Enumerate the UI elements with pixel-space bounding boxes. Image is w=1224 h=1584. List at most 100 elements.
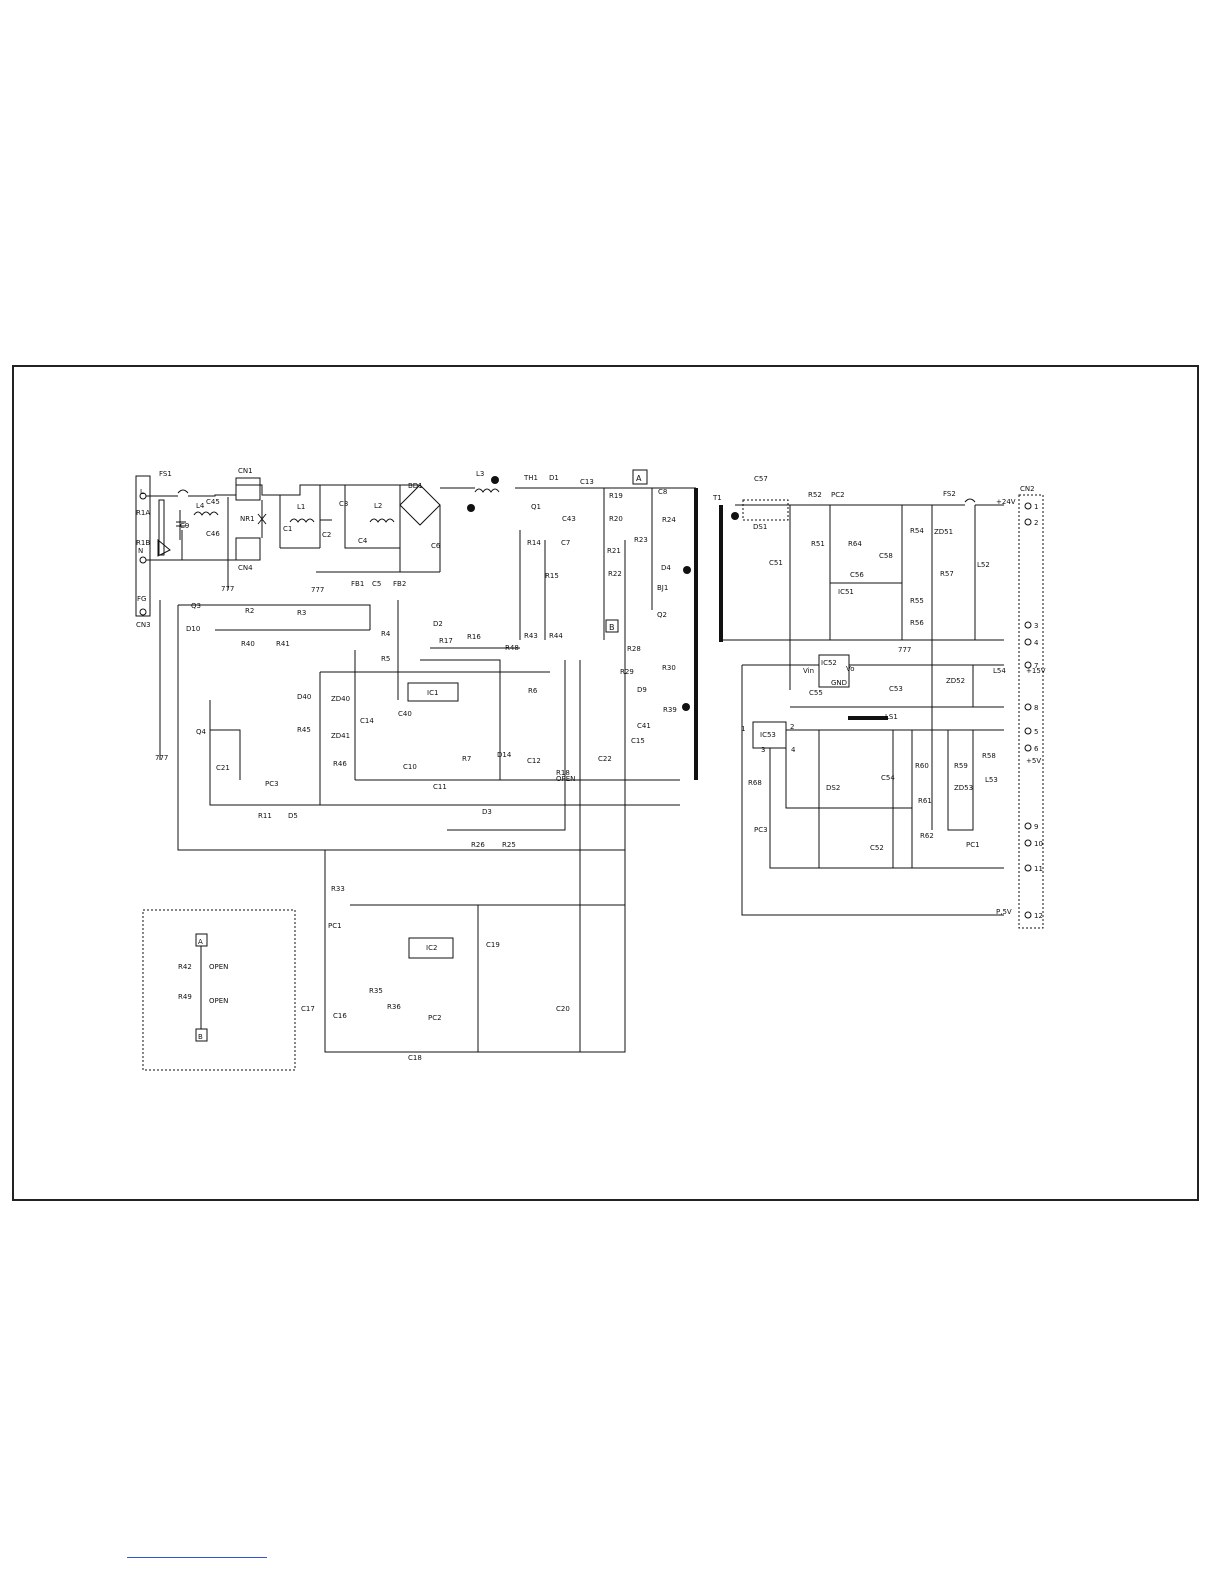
cn2-pin-12-label: 12	[1034, 912, 1043, 920]
cn2-pin-12	[1024, 911, 1032, 919]
cn2-label: CN2	[1020, 485, 1035, 493]
r2-label: R2	[245, 607, 254, 615]
ic1-drive-wires	[420, 647, 520, 780]
cn2-pin-1-label: 1	[1034, 503, 1038, 511]
r68-label: R68	[748, 779, 762, 787]
c52-label: C52	[870, 844, 884, 852]
r55-label: R55	[910, 597, 924, 605]
d3-label: D3	[482, 808, 492, 816]
footer-link-underline[interactable]	[127, 1557, 267, 1558]
cn2-pin-2	[1024, 518, 1032, 526]
c8-label: C8	[658, 488, 667, 496]
c2-label: C2	[322, 531, 331, 539]
r35-label: R35	[369, 987, 383, 995]
ground-mark-1: 777	[221, 585, 234, 593]
r43-label: R43	[524, 632, 538, 640]
r61-label: R61	[918, 797, 932, 805]
t1-primary-dot	[683, 566, 691, 574]
schematic-frame	[12, 365, 1199, 1201]
r49-label: R49	[178, 993, 192, 1001]
cn2-pin-4	[1024, 638, 1032, 646]
cn2-pin-2-label: 2	[1034, 519, 1038, 527]
primary-branches	[519, 488, 653, 640]
cn2-pin-11-label: 11	[1034, 865, 1043, 873]
c4-label: C4	[358, 537, 368, 545]
q4-label: Q4	[196, 728, 207, 736]
cn2-pin-8-label: 8	[1034, 704, 1038, 712]
ls1-label: LS1	[885, 713, 898, 721]
ic53-pin-3: 3	[761, 746, 765, 754]
fs1-label: FS1	[159, 470, 172, 478]
r4-label: R4	[381, 630, 391, 638]
fb1-label: FB1	[351, 580, 364, 588]
t1-label: T1	[712, 494, 722, 502]
r57-label: R57	[940, 570, 954, 578]
ds1-label: DS1	[753, 523, 767, 531]
v5-wires	[769, 729, 1004, 869]
ic2-label: IC2	[426, 944, 437, 952]
t1-aux-dot	[682, 703, 690, 711]
r36-label: R36	[387, 1003, 401, 1011]
c21-label: C21	[216, 764, 230, 772]
nr1-label: NR1	[240, 515, 255, 523]
pc3-sec-label: PC3	[754, 826, 768, 834]
r25-label: R25	[502, 841, 516, 849]
ic1-label: IC1	[427, 689, 438, 697]
r18-label: R18	[556, 769, 570, 777]
zd53-label: ZD53	[954, 784, 973, 792]
ic52-chip	[818, 654, 850, 688]
c57-label: C57	[754, 475, 768, 483]
c5-label: C5	[372, 580, 381, 588]
bridge-wire	[399, 505, 441, 573]
c6-label: C6	[431, 542, 441, 550]
c45-c46-node	[227, 497, 240, 590]
r45-label: R45	[297, 726, 311, 734]
c58-label: C58	[879, 552, 893, 560]
cn2-pin-4-label: 4	[1034, 639, 1039, 647]
d10-label: D10	[186, 625, 200, 633]
zd51-label: ZD51	[934, 528, 953, 536]
cn2-pins: 1 2 3 4 7 8 5 6 9 10 11 12	[1024, 502, 1043, 920]
cn4-connector	[235, 537, 261, 561]
option-a-label: A	[198, 938, 203, 946]
r29-label: R29	[620, 668, 634, 676]
r7-label: R7	[462, 755, 471, 763]
r42-label: R42	[178, 963, 192, 971]
r14-label: R14	[527, 539, 541, 547]
q4-wires	[209, 700, 320, 806]
r41-label: R41	[276, 640, 290, 648]
l4-label: L4	[196, 502, 205, 510]
c18-label: C18	[408, 1054, 422, 1062]
c15-label: C15	[631, 737, 645, 745]
cn2-pin-8	[1024, 703, 1032, 711]
l52-label: L52	[977, 561, 990, 569]
l3-dot-2	[467, 504, 475, 512]
cn2-pin-3-label: 3	[1034, 622, 1038, 630]
ic53-pin-2: 2	[790, 723, 794, 731]
cn2-connector	[1018, 494, 1044, 929]
terminal-l-label: L	[140, 488, 144, 496]
r51-label: R51	[811, 540, 825, 548]
ds2-label: DS2	[826, 784, 840, 792]
cn3-connector	[135, 475, 151, 617]
cn4-label: CN4	[238, 564, 253, 572]
c22-label: C22	[598, 755, 612, 763]
th1-label: TH1	[523, 474, 538, 482]
l2-label: L2	[374, 502, 382, 510]
terminal-fg	[139, 608, 147, 616]
ic1-supply-wires	[319, 600, 550, 805]
c56-label: C56	[850, 571, 864, 579]
ic53-label: IC53	[760, 731, 776, 739]
c19-label: C19	[486, 941, 500, 949]
cn2-pin-6	[1024, 744, 1032, 752]
nr1-varistor	[257, 513, 267, 525]
cn2-pin-9-label: 9	[1034, 823, 1038, 831]
r15-label: R15	[545, 572, 559, 580]
l53-label: L53	[985, 776, 998, 784]
cn1-label: CN1	[238, 467, 253, 475]
c55-label: C55	[809, 689, 823, 697]
ground-mark-2: 777	[311, 586, 324, 594]
line-wire	[146, 484, 420, 497]
c17-label: C17	[301, 1005, 315, 1013]
